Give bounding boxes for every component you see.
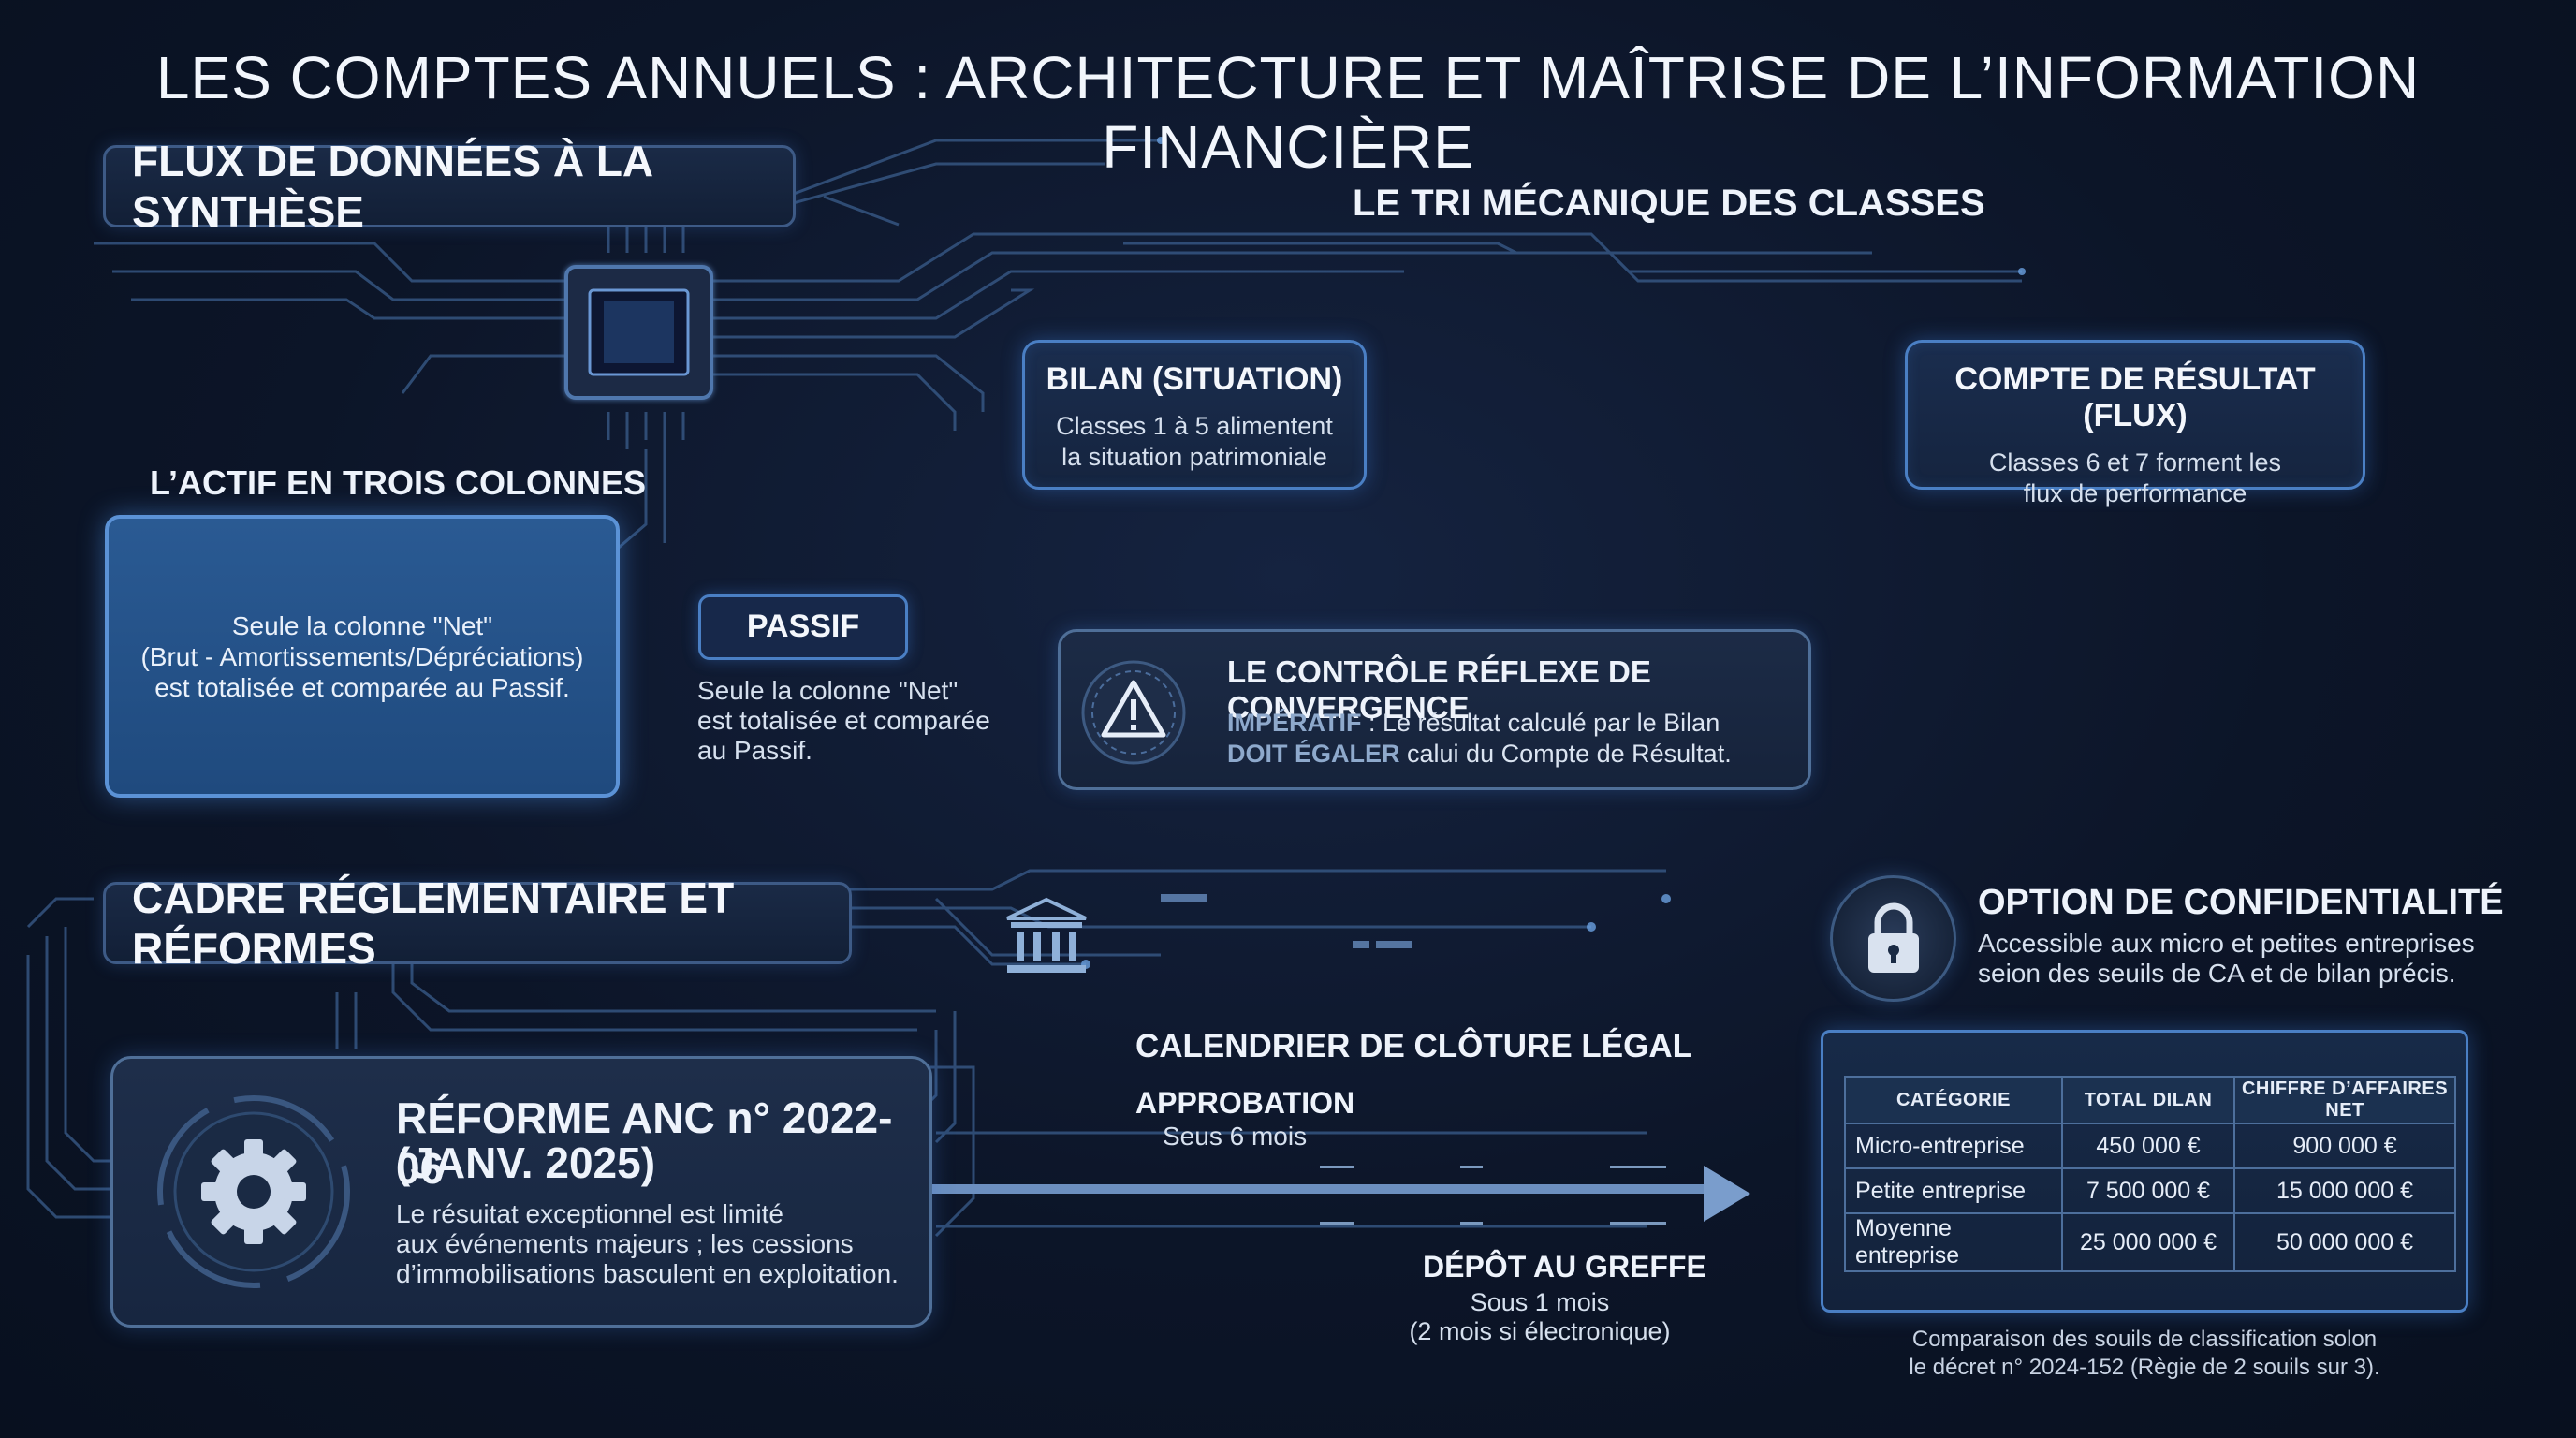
confidentialite-title: OPTION DE CONFIDENTIALITÉ bbox=[1978, 883, 2504, 922]
table-cell: Petite entreprise bbox=[1844, 1167, 2063, 1214]
table-row: Petite entreprise 7 500 000 € 15 000 000… bbox=[1844, 1167, 2456, 1214]
bilan-box: BILAN (SITUATION) Classes 1 à 5 alimente… bbox=[1022, 340, 1367, 490]
gear-icon bbox=[157, 1095, 350, 1288]
table-row: Micro-entreprise 450 000 € 900 000 € bbox=[1844, 1123, 2456, 1169]
table-header: CATÉGORIE bbox=[1844, 1076, 2063, 1124]
table-row: Moyenne entreprise 25 000 000 € 50 000 0… bbox=[1844, 1212, 2456, 1272]
table-header: TOTAL DILAN bbox=[2061, 1076, 2235, 1124]
actif-box: Seule la colonne "Net" (Brut - Amortisse… bbox=[105, 515, 620, 798]
controle-line2: DOIT ÉGALER calui du Compte de Résultat. bbox=[1227, 740, 1732, 769]
controle-text1: : Le résultat calculé par le Bilan bbox=[1361, 709, 1720, 737]
confidentialite-body1: Accessible aux micro et petites entrepri… bbox=[1978, 929, 2475, 958]
table-header: CHIFFRE D’AFFAIRES NET bbox=[2233, 1076, 2456, 1124]
controle-line1: IMPÉRATIF : Le résultat calculé par le B… bbox=[1227, 709, 1720, 738]
reforme-body3: d’immobilisations basculent en exploitat… bbox=[396, 1259, 899, 1288]
table-cell: Moyenne entreprise bbox=[1844, 1212, 2063, 1272]
bank-icon bbox=[1006, 897, 1087, 973]
confidentialite-body2: seion des seuils de CA et de bilan préci… bbox=[1978, 959, 2456, 988]
reforme-box: RÉFORME ANC n° 2022-06 (JANV. 2025) Le r… bbox=[110, 1056, 932, 1328]
warning-icon bbox=[1081, 660, 1186, 765]
controle-box: LE CONTRÔLE RÉFLEXE DE CONVERGENCE IMPÉR… bbox=[1058, 629, 1811, 790]
controle-text2: calui du Compte de Résultat. bbox=[1399, 740, 1732, 768]
passif-label: PASSIF bbox=[698, 594, 908, 660]
table-caption: Comparaison des souils de classification… bbox=[1909, 1327, 2380, 1380]
section-tag-cadre-label: CADRE RÉGLEMENTAIRE ET RÉFORMES bbox=[132, 873, 735, 973]
approbation-label: APPROBATION bbox=[1135, 1086, 1355, 1120]
reforme-title1: RÉFORME ANC n° 2022-06 bbox=[396, 1093, 893, 1193]
reforme-title2: (JANV. 2025) bbox=[396, 1138, 656, 1187]
approbation-delai: Seus 6 mois bbox=[1163, 1122, 1308, 1151]
reforme-body2: aux événements majeurs ; les cessions bbox=[396, 1229, 854, 1258]
reforme-body1: Le résuitat exceptionnel est limité bbox=[396, 1199, 783, 1228]
bilan-title: BILAN (SITUATION) bbox=[1046, 361, 1343, 397]
seuils-table-panel: CATÉGORIE TOTAL DILAN CHIFFRE D’AFFAIRES… bbox=[1821, 1030, 2468, 1313]
seuils-table: CATÉGORIE TOTAL DILAN CHIFFRE D’AFFAIRES… bbox=[1844, 1076, 2456, 1272]
lock-icon-wrap bbox=[1830, 875, 1956, 1002]
table-cell: 15 000 000 € bbox=[2233, 1167, 2456, 1214]
actif-heading: L’ACTIF EN TROIS COLONNES bbox=[150, 463, 647, 502]
table-header-row: CATÉGORIE TOTAL DILAN CHIFFRE D’AFFAIRES… bbox=[1844, 1076, 2456, 1124]
table-cell: 25 000 000 € bbox=[2061, 1212, 2235, 1272]
section-tag-flux-label: FLUX DE DONNÉES À LA SYNTHÈSE bbox=[132, 137, 652, 236]
page-title: LES COMPTES ANNUELS : ARCHITECTURE ET MA… bbox=[155, 44, 2421, 181]
table-cell: 450 000 € bbox=[2061, 1123, 2235, 1169]
compte-box: COMPTE DE RÉSULTAT (FLUX) Classes 6 et 7… bbox=[1905, 340, 2365, 507]
controle-title: LE CONTRÔLE RÉFLEXE DE CONVERGENCE bbox=[1227, 654, 1651, 725]
table-cell: 7 500 000 € bbox=[2061, 1167, 2235, 1214]
bilan-body: Classes 1 à 5 alimentent la situation pa… bbox=[1056, 412, 1333, 471]
lock-icon bbox=[1867, 902, 1919, 973]
controle-kw1: IMPÉRATIF bbox=[1227, 709, 1362, 737]
compte-title: COMPTE DE RÉSULTAT (FLUX) bbox=[1954, 361, 2316, 433]
table-cell: 900 000 € bbox=[2233, 1123, 2456, 1169]
section-tag-flux: FLUX DE DONNÉES À LA SYNTHÈSE bbox=[103, 137, 796, 236]
calendrier-heading: CALENDRIER DE CLÔTURE LÉGAL bbox=[1135, 1028, 1692, 1064]
table-cell: Micro-entreprise bbox=[1844, 1123, 2063, 1169]
section-tag-cadre: CADRE RÉGLEMENTAIRE ET RÉFORMES bbox=[103, 873, 852, 973]
depot-label: DÉPÔT AU GREFFE bbox=[1423, 1250, 1706, 1284]
passif-body: Seule la colonne "Net" est totalisée et … bbox=[697, 676, 990, 765]
controle-kw2: DOIT ÉGALER bbox=[1227, 740, 1400, 768]
chip-icon bbox=[564, 265, 713, 400]
compte-body: Classes 6 et 7 forment les flux de perfo… bbox=[1988, 448, 2282, 507]
tri-heading: LE TRI MÉCANIQUE DES CLASSES bbox=[1353, 183, 1985, 224]
table-cell: 50 000 000 € bbox=[2233, 1212, 2456, 1272]
depot-delai1: Sous 1 mois bbox=[1470, 1288, 1610, 1316]
depot-delai2: (2 mois si électronique) bbox=[1409, 1317, 1671, 1345]
